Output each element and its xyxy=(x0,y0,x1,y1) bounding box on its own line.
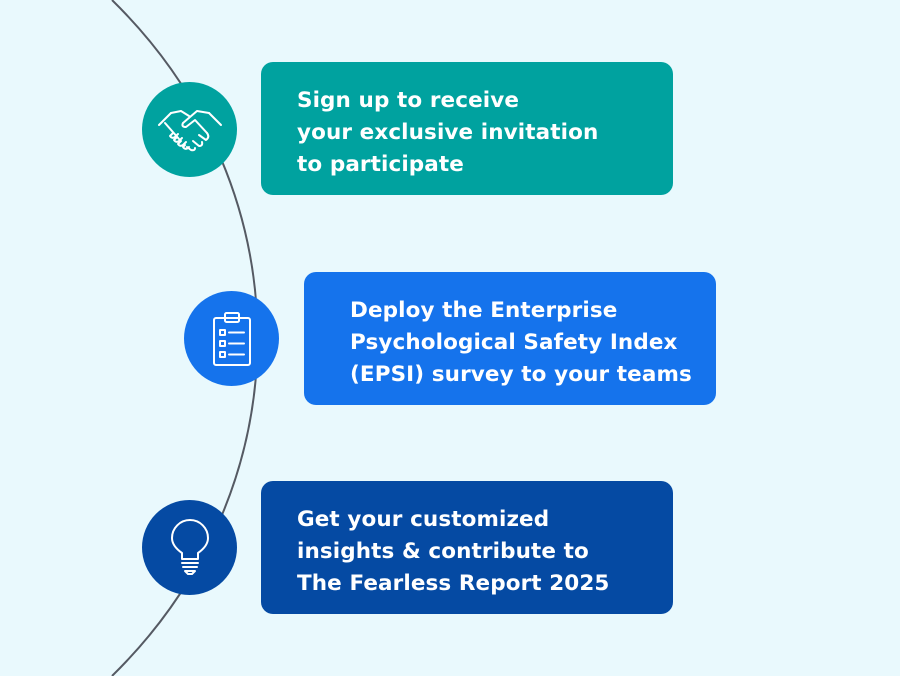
step-1-line-1: Sign up to receive xyxy=(297,88,520,113)
step-3-line-2: insights & contribute to xyxy=(297,539,589,564)
step-1-icon-circle xyxy=(142,82,237,177)
step-2-line-3: (EPSI) survey to your teams xyxy=(350,362,692,387)
step-2-line-2: Psychological Safety Index xyxy=(350,330,678,355)
step-1-line-2: your exclusive invitation xyxy=(297,120,599,145)
lightbulb-icon xyxy=(170,518,209,575)
step-2-card: Deploy the Enterprise Psychological Safe… xyxy=(304,272,716,405)
step-1-line-3: to participate xyxy=(297,152,464,177)
handshake-icon xyxy=(157,109,222,151)
step-2-line-1: Deploy the Enterprise xyxy=(350,298,618,323)
step-3-icon-circle xyxy=(142,500,237,595)
clipboard-checklist-icon xyxy=(212,311,251,366)
step-2-icon-circle xyxy=(184,291,279,386)
step-1-card: Sign up to receive your exclusive invita… xyxy=(261,62,673,195)
step-3-line-1: Get your customized xyxy=(297,507,550,532)
step-3-line-3: The Fearless Report 2025 xyxy=(297,571,610,596)
step-3-card: Get your customized insights & contribut… xyxy=(261,481,673,614)
